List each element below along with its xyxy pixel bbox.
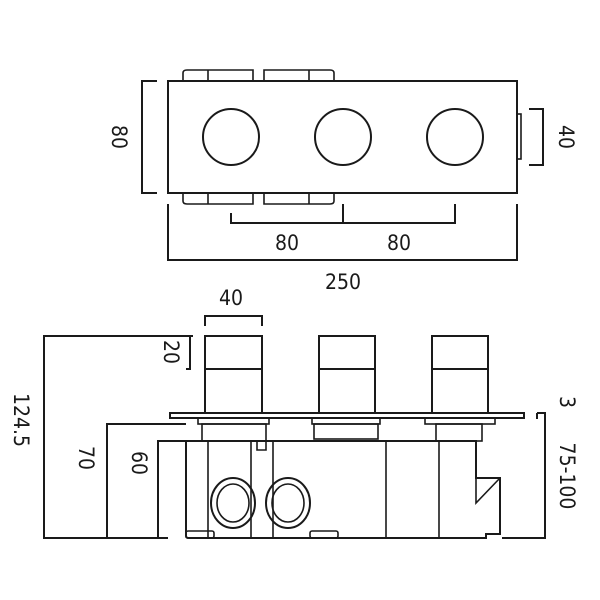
overall-depth-dimension-line: [43, 335, 193, 539]
body-depth-2-dimension-line: [157, 440, 186, 538]
foot-2: [309, 530, 339, 539]
body-depth-2-dimension-label: 60: [127, 451, 151, 475]
spacing-dimension-label-1: 80: [275, 231, 299, 255]
foot-1: [185, 530, 215, 539]
spindle-3: [435, 423, 483, 442]
width-dimension-line: [167, 204, 518, 261]
plate-wall-dimension-line: [502, 412, 546, 539]
spindle-1: [201, 423, 267, 442]
bracket-bottom-right: [263, 193, 335, 205]
height-dimension-line: [141, 80, 157, 194]
plate-thickness-label: 3: [555, 396, 579, 408]
inlet-port-1-inner: [216, 483, 250, 523]
bracket-top-right: [263, 69, 335, 81]
nub-dimension-label: 40: [554, 125, 578, 149]
body-depth-1-dimension-label: 70: [74, 446, 98, 470]
wall-depth-range-label: 75-100: [555, 443, 579, 510]
inlet-port-1: [210, 477, 256, 529]
side-knob-1: [204, 335, 263, 414]
body-depth-1-dimension-line: [106, 423, 186, 538]
side-view: 40 20 124.5 70 60 3 75-100: [9, 286, 579, 539]
height-dimension-label: 80: [107, 125, 131, 149]
knob-cap-dimension-label: 20: [159, 340, 183, 364]
top-view: 80 40 80 80 250: [107, 69, 578, 294]
spindle-2: [313, 423, 379, 440]
width-dimension-label: 250: [325, 270, 361, 294]
knob-1: [202, 108, 260, 166]
side-nub: [516, 113, 522, 160]
inlet-port-2-inner: [271, 483, 305, 523]
knob-width-dimension-label: 40: [219, 286, 243, 310]
valve-body: [185, 440, 501, 539]
nub-dimension-line: [529, 108, 544, 166]
spacing-dimension-line: [230, 204, 456, 224]
inlet-port-2: [265, 477, 311, 529]
knob-cap-dimension-line: [186, 335, 191, 370]
faceplate: [167, 80, 518, 194]
knob-3: [426, 108, 484, 166]
bracket-top-left: [182, 69, 254, 81]
outlet-elbow: [475, 452, 501, 505]
spacing-dimension-label-2: 80: [387, 231, 411, 255]
knob-2: [314, 108, 372, 166]
side-knob-3: [431, 335, 489, 414]
knob-width-dimension-line: [204, 315, 263, 326]
overall-depth-dimension-label: 124.5: [9, 393, 33, 447]
side-knob-2: [318, 335, 376, 414]
body-internal-lines: [207, 441, 440, 538]
bracket-bottom-left: [182, 193, 254, 205]
